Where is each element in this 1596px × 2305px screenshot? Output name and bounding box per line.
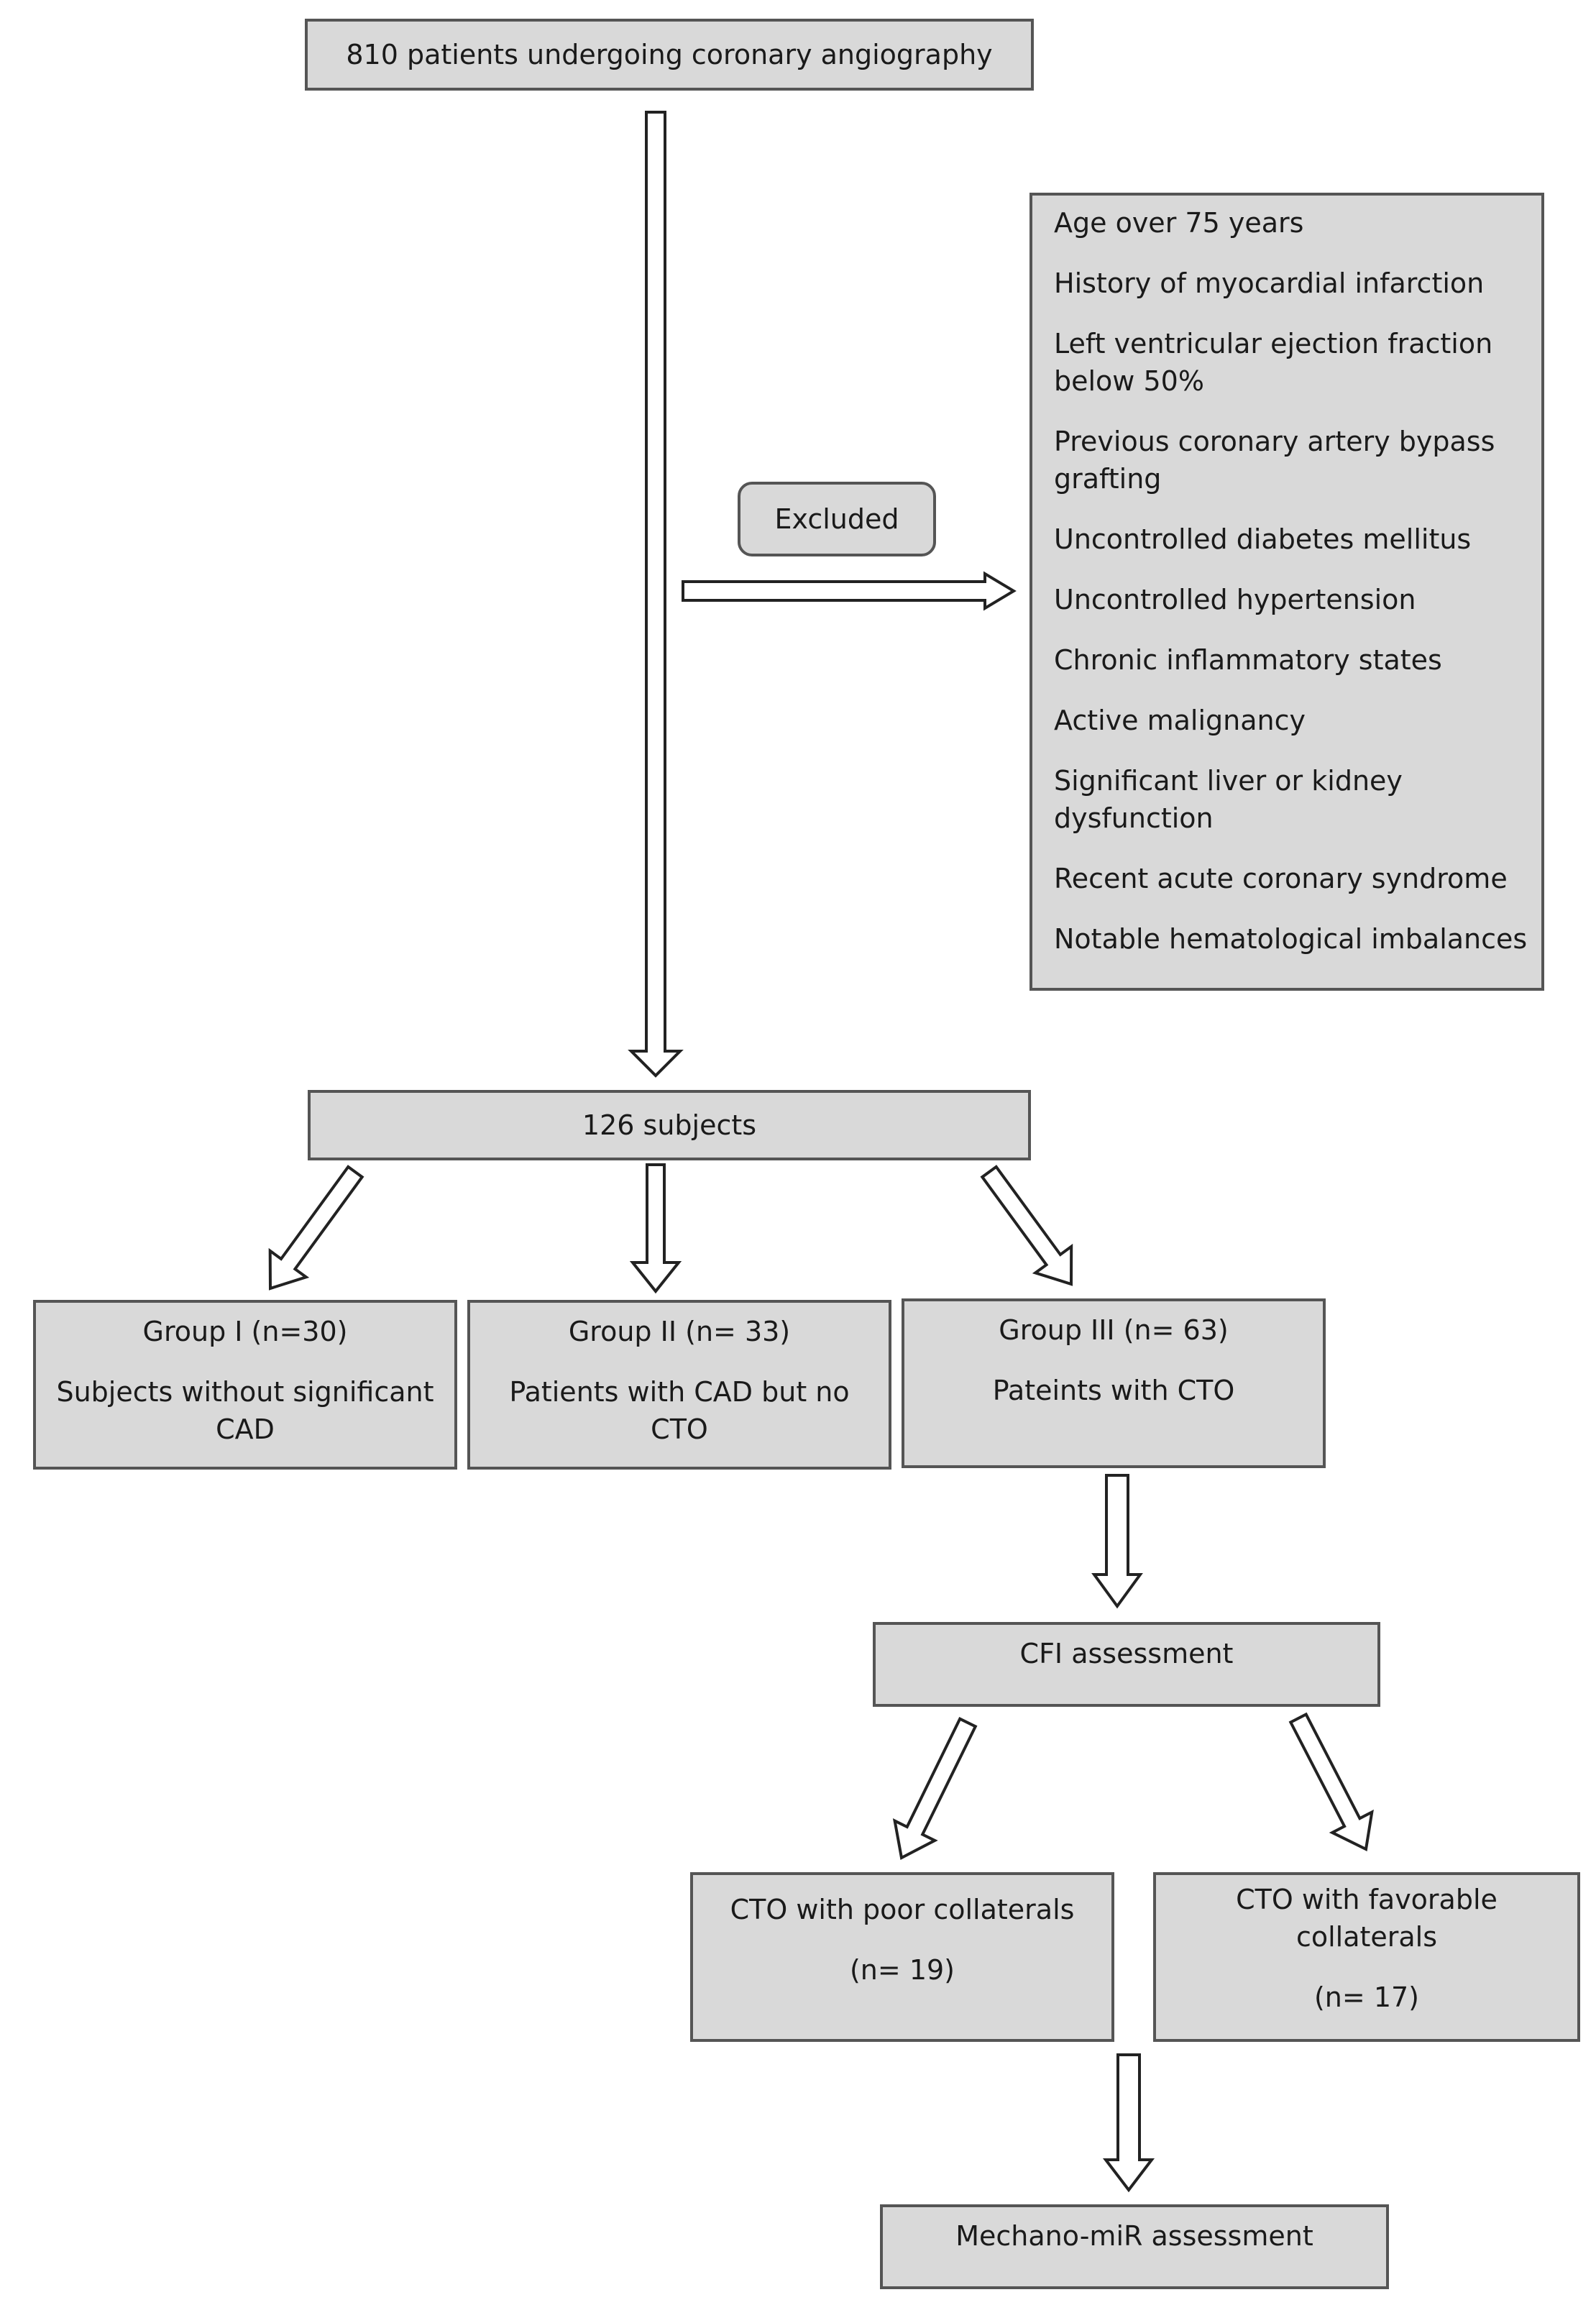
poor-collaterals-box: CTO with poor collaterals (n= 19) xyxy=(690,1872,1114,2042)
exclusion-item: Recent acute coronary syndrome xyxy=(1054,863,1508,894)
favorable-collaterals-box: CTO with favorable collaterals (n= 17) xyxy=(1153,1872,1580,2042)
main-down-arrow xyxy=(628,111,684,1078)
group-3-title: Group III (n= 63) xyxy=(999,1314,1229,1346)
favorable-collaterals-title: CTO with favorable collaterals xyxy=(1236,1884,1498,1953)
excluded-label-box: Excluded xyxy=(738,482,936,556)
arrow-to-poor-collaterals xyxy=(892,1717,978,1861)
exclusion-item: Chronic inflammatory states xyxy=(1054,644,1442,676)
arrow-to-cfi xyxy=(1091,1474,1143,1609)
enrollment-box: 810 patients undergoing coronary angiogr… xyxy=(305,19,1034,91)
group-2-box: Group II (n= 33) Patients with CAD but n… xyxy=(467,1300,891,1470)
excluded-arrow xyxy=(682,571,1017,611)
group-1-description: Subjects without significant CAD xyxy=(56,1376,434,1445)
arrow-to-favorable-collaterals xyxy=(1288,1712,1374,1851)
arrow-to-mechano-mir xyxy=(1102,2053,1155,2193)
mechano-mir-label: Mechano-miR assessment xyxy=(955,2220,1313,2252)
exclusion-item: Uncontrolled hypertension xyxy=(1054,584,1416,615)
exclusion-item: History of myocardial infarction xyxy=(1054,267,1485,299)
group-3-description: Pateints with CTO xyxy=(992,1375,1235,1406)
group-2-title: Group II (n= 33) xyxy=(568,1316,791,1347)
exclusion-item: Age over 75 years xyxy=(1054,207,1304,239)
exclusion-item: Uncontrolled diabetes mellitus xyxy=(1054,523,1472,555)
arrow-to-group-1 xyxy=(268,1165,364,1291)
arrow-to-group-2 xyxy=(629,1163,682,1294)
exclusion-item: Left ventricular ejection fraction below… xyxy=(1054,328,1493,397)
group-3-box: Group III (n= 63) Pateints with CTO xyxy=(902,1298,1326,1468)
poor-collaterals-count: (n= 19) xyxy=(849,1954,955,1986)
exclusion-criteria-box: Age over 75 years History of myocardial … xyxy=(1029,193,1544,991)
exclusion-item: Active malignancy xyxy=(1054,705,1306,736)
mechano-mir-box: Mechano-miR assessment xyxy=(880,2204,1389,2289)
cfi-box: CFI assessment xyxy=(873,1622,1380,1707)
subjects-box: 126 subjects xyxy=(308,1090,1031,1160)
subjects-label: 126 subjects xyxy=(582,1109,757,1141)
poor-collaterals-title: CTO with poor collaterals xyxy=(730,1894,1075,1925)
group-1-title: Group I (n=30) xyxy=(142,1316,348,1347)
cfi-label: CFI assessment xyxy=(1019,1638,1234,1669)
arrow-to-group-3 xyxy=(980,1165,1073,1286)
excluded-label: Excluded xyxy=(774,503,899,535)
exclusion-item: Previous coronary artery bypass grafting xyxy=(1054,426,1495,495)
exclusion-item: Significant liver or kidney dysfunction xyxy=(1054,765,1403,834)
enrollment-label: 810 patients undergoing coronary angiogr… xyxy=(346,39,993,70)
group-1-box: Group I (n=30) Subjects without signific… xyxy=(33,1300,457,1470)
group-2-description: Patients with CAD but no CTO xyxy=(509,1376,850,1445)
exclusion-item: Notable hematological imbalances xyxy=(1054,923,1528,955)
favorable-collaterals-count: (n= 17) xyxy=(1313,1981,1419,2013)
